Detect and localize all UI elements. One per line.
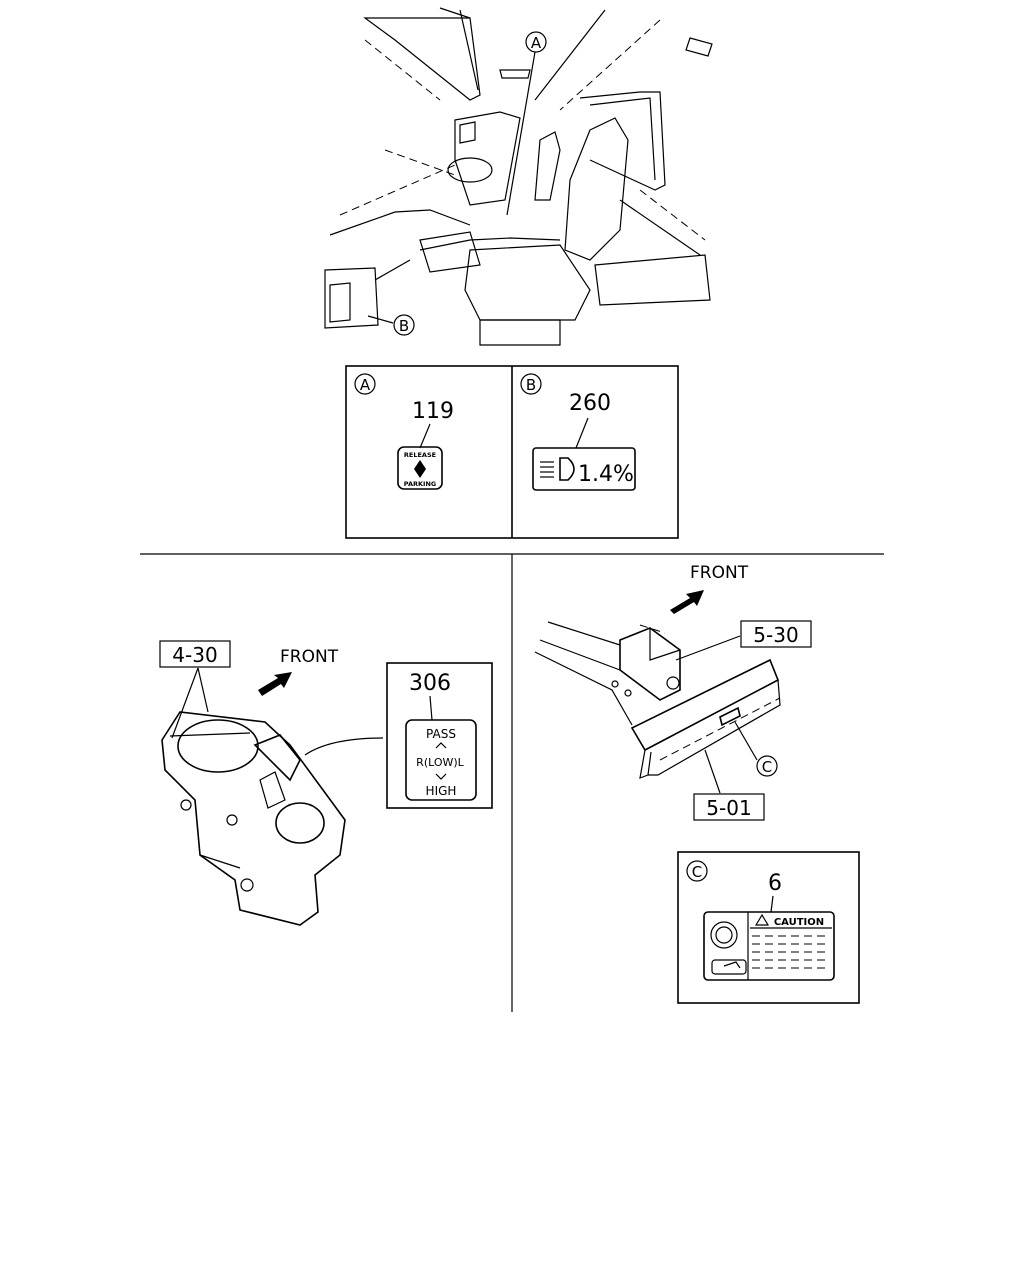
- warning-triangle-icon: [754, 913, 770, 926]
- panel-b-letter: B: [526, 376, 536, 394]
- svg-text:5-30: 5-30: [753, 623, 798, 647]
- arrow-front-icon: [258, 672, 292, 696]
- parking-brake-switch: [397, 446, 443, 490]
- callout-a-top: A: [525, 31, 547, 53]
- panel-306: 306 PASS R(LOW)L HIGH: [386, 662, 493, 809]
- panel-b-part-number: 260: [569, 391, 611, 416]
- frame-drawing: [534, 621, 781, 794]
- ref-label-4-30: 4-30: [159, 640, 231, 668]
- panel-c-letter: C: [692, 863, 702, 881]
- cab-interior-drawing: [324, 7, 713, 346]
- diamond-icon: [414, 460, 426, 478]
- front-label-right: FRONT: [690, 563, 749, 583]
- svg-text:B: B: [399, 317, 409, 335]
- svg-text:4-30: 4-30: [172, 643, 217, 667]
- arrow-front-icon: [670, 590, 704, 614]
- svg-text:R(LOW)L: R(LOW)L: [416, 756, 464, 769]
- dimmer-switch: [405, 719, 477, 801]
- panel-a-letter: A: [360, 376, 371, 394]
- panel-c: C 6 CAUTION: [677, 851, 860, 1004]
- ref-label-5-01: 5-01: [693, 793, 765, 821]
- ref-label-5-30: 5-30: [740, 620, 812, 648]
- display-value: 1.4%: [578, 462, 634, 487]
- callout-b-top: B: [393, 314, 415, 336]
- panel-306-part-number: 306: [409, 671, 451, 696]
- svg-text:PASS: PASS: [426, 727, 456, 741]
- svg-text:HIGH: HIGH: [426, 784, 457, 798]
- callout-c-frame: C: [756, 755, 778, 777]
- svg-text:CAUTION: CAUTION: [774, 917, 824, 928]
- column-switch-drawing: [161, 667, 384, 926]
- svg-text:PARKING: PARKING: [404, 480, 436, 488]
- front-label-left: FRONT: [280, 647, 339, 667]
- svg-text:C: C: [762, 758, 772, 776]
- svg-text:5-01: 5-01: [706, 796, 751, 820]
- panel-a: A 119 RELEASE PARKING: [354, 373, 454, 490]
- svg-text:A: A: [531, 34, 542, 52]
- caution-label: [703, 911, 835, 981]
- panel-a-part-number: 119: [412, 399, 454, 424]
- panel-c-part-number: 6: [768, 871, 782, 896]
- svg-text:RELEASE: RELEASE: [404, 451, 436, 459]
- panel-b: B 260 1.4%: [520, 373, 636, 491]
- headlamp-icon: [540, 457, 575, 481]
- headlamp-leveling-display: [532, 447, 636, 491]
